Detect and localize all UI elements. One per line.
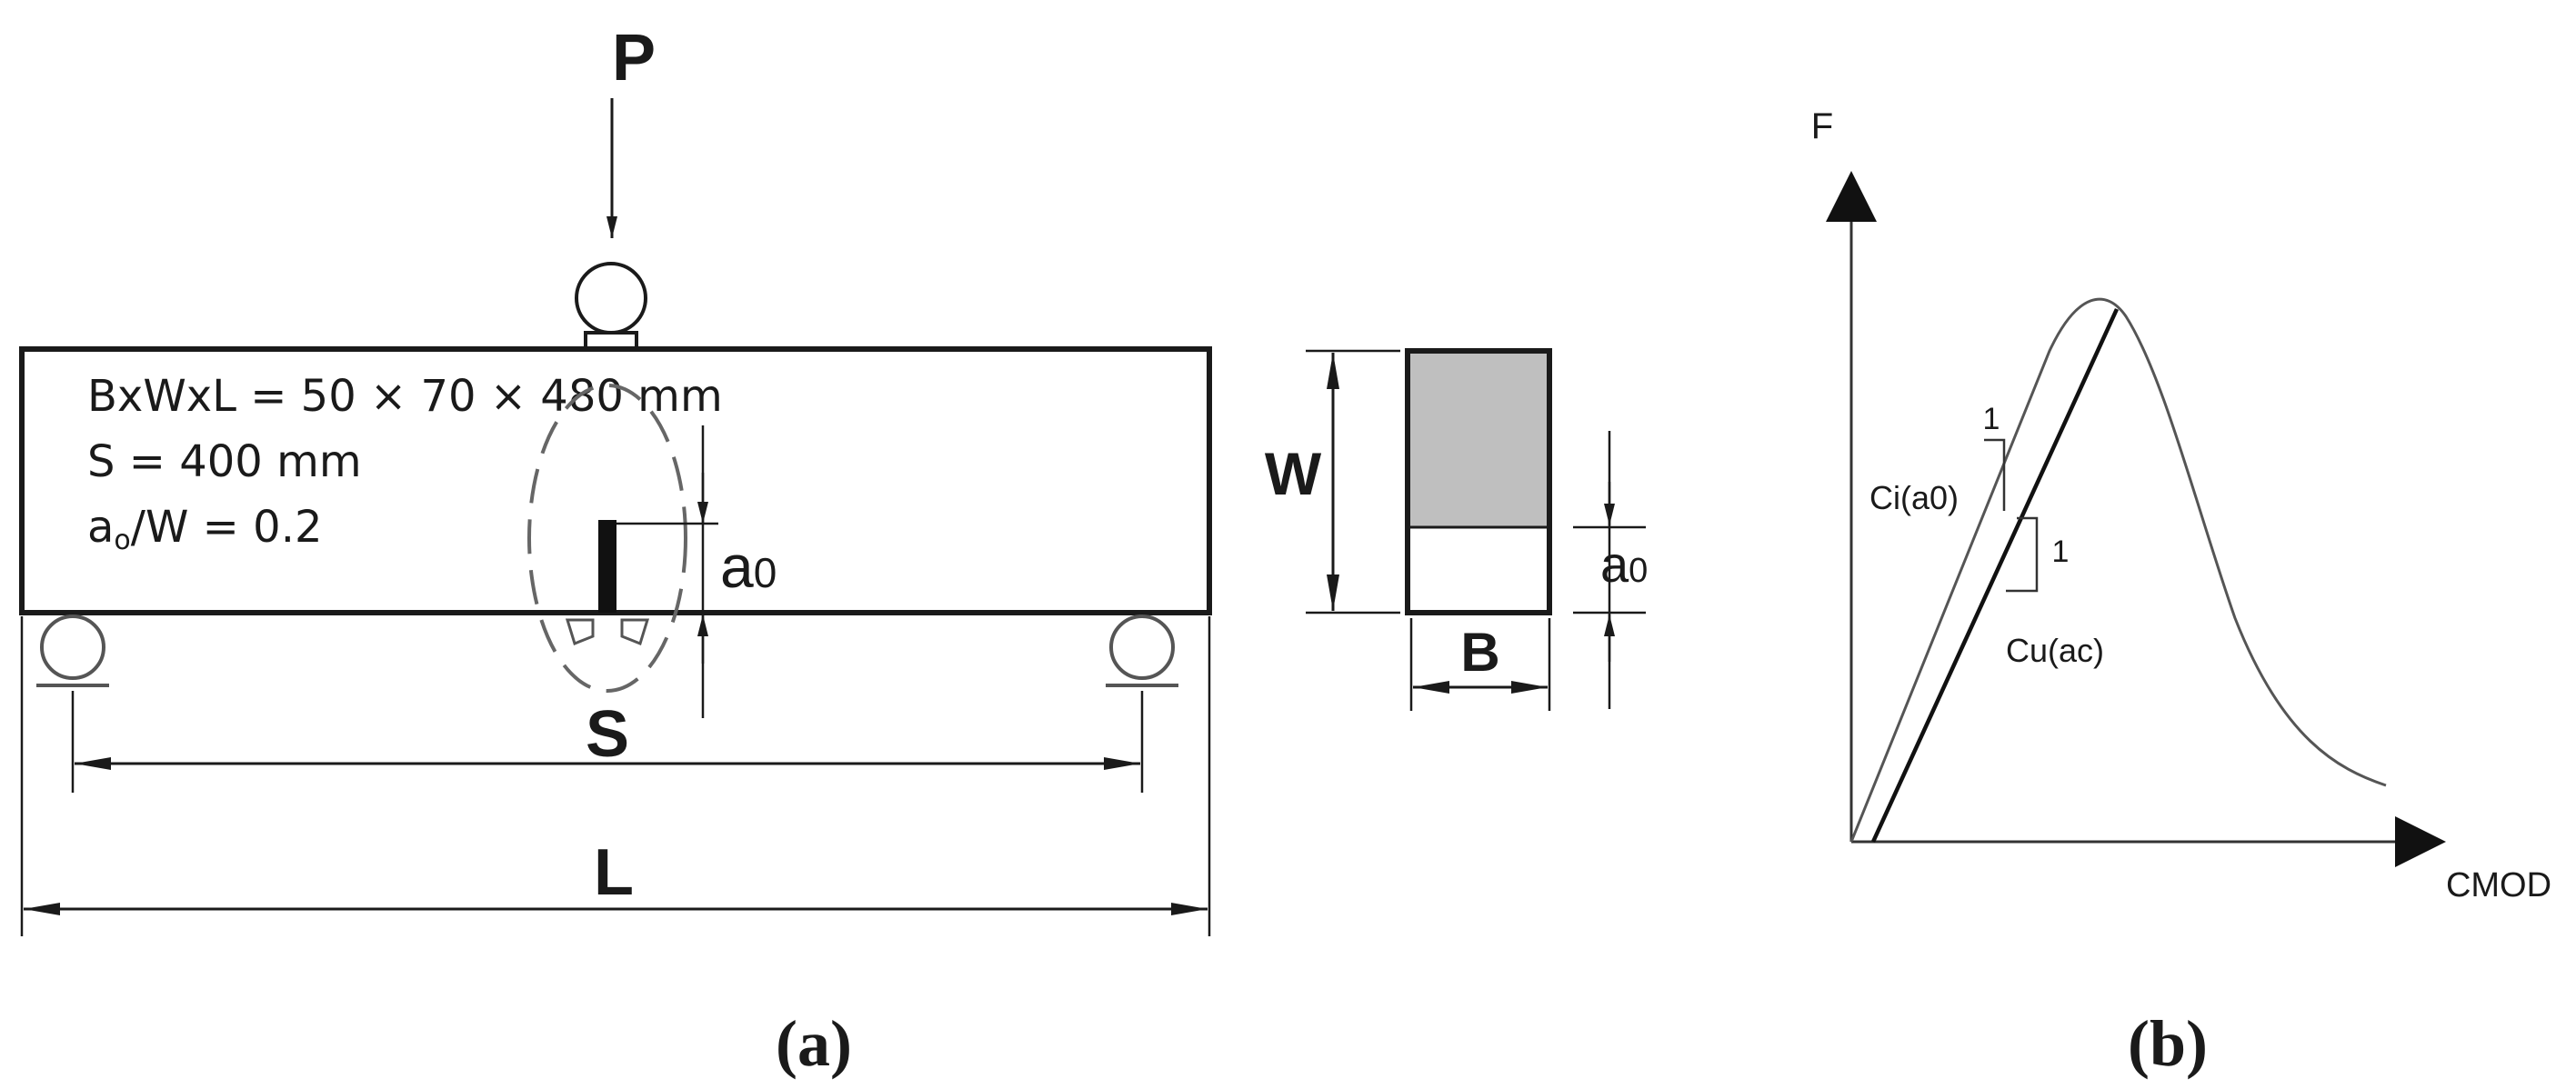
panel-b-load-cmod-curve: F CMOD 1 Ci(a0) 1 Cu(ac) (b) — [1811, 106, 2551, 1080]
notch-depth-label: a0 — [720, 533, 777, 600]
load-label: P — [612, 22, 656, 95]
slope-one-lower: 1 — [2052, 535, 2070, 569]
length-label: L — [594, 836, 634, 909]
height-label: W — [1265, 440, 1322, 507]
notch-depth-sub: 0 — [754, 549, 777, 596]
notch-ratio-a: a — [87, 502, 114, 553]
y-axis-arrowhead — [1826, 171, 1877, 222]
notch-ratio-rest: /W = 0.2 — [131, 502, 323, 553]
section-notch-a: a — [1600, 535, 1629, 593]
unloading-compliance-label: Cu(ac) — [2006, 632, 2104, 669]
notch-ratio-text: ao/W = 0.2 — [87, 502, 322, 556]
notch — [598, 520, 616, 613]
slope-triangle-lower — [2006, 516, 2039, 593]
beam-dimensions-text: BxWxL = 50 × 70 × 480 mm — [87, 371, 723, 422]
span-label: S — [586, 698, 629, 771]
y-axis-label: F — [1811, 106, 1833, 146]
panel-a-caption: (a) — [776, 1007, 852, 1080]
x-axis-arrowhead — [2395, 816, 2446, 867]
initial-compliance-label: Ci(a0) — [1869, 479, 1959, 516]
unloading-line — [1870, 308, 2120, 843]
knife-edge-right — [620, 618, 650, 645]
load-cmod-curve — [1849, 297, 2387, 843]
cross-section-outline — [1405, 348, 1552, 615]
support-roller-right — [1109, 614, 1175, 680]
section-notch-label: a0 — [1600, 535, 1648, 593]
notch-ratio-sub: o — [114, 525, 130, 556]
notch-depth-a: a — [720, 533, 754, 600]
panel-b-caption: (b) — [2128, 1007, 2208, 1080]
cross-section-ligament — [1408, 351, 1549, 527]
slope-one-upper: 1 — [1983, 402, 2000, 436]
beam-span-text: S = 400 mm — [87, 436, 362, 487]
slope-triangle-upper — [1984, 438, 2006, 511]
panel-a-beam-diagram: P BxWxL = 50 × 70 × 480 mm S = 400 mm ao… — [19, 22, 1648, 1080]
loading-roller — [575, 262, 647, 335]
section-notch-sub: 0 — [1629, 552, 1648, 590]
x-axis-label: CMOD — [2446, 866, 2551, 904]
width-label: B — [1460, 622, 1499, 683]
notch-detail-ellipse — [527, 384, 687, 693]
knife-edge-left — [565, 618, 595, 645]
support-roller-left — [40, 614, 105, 680]
